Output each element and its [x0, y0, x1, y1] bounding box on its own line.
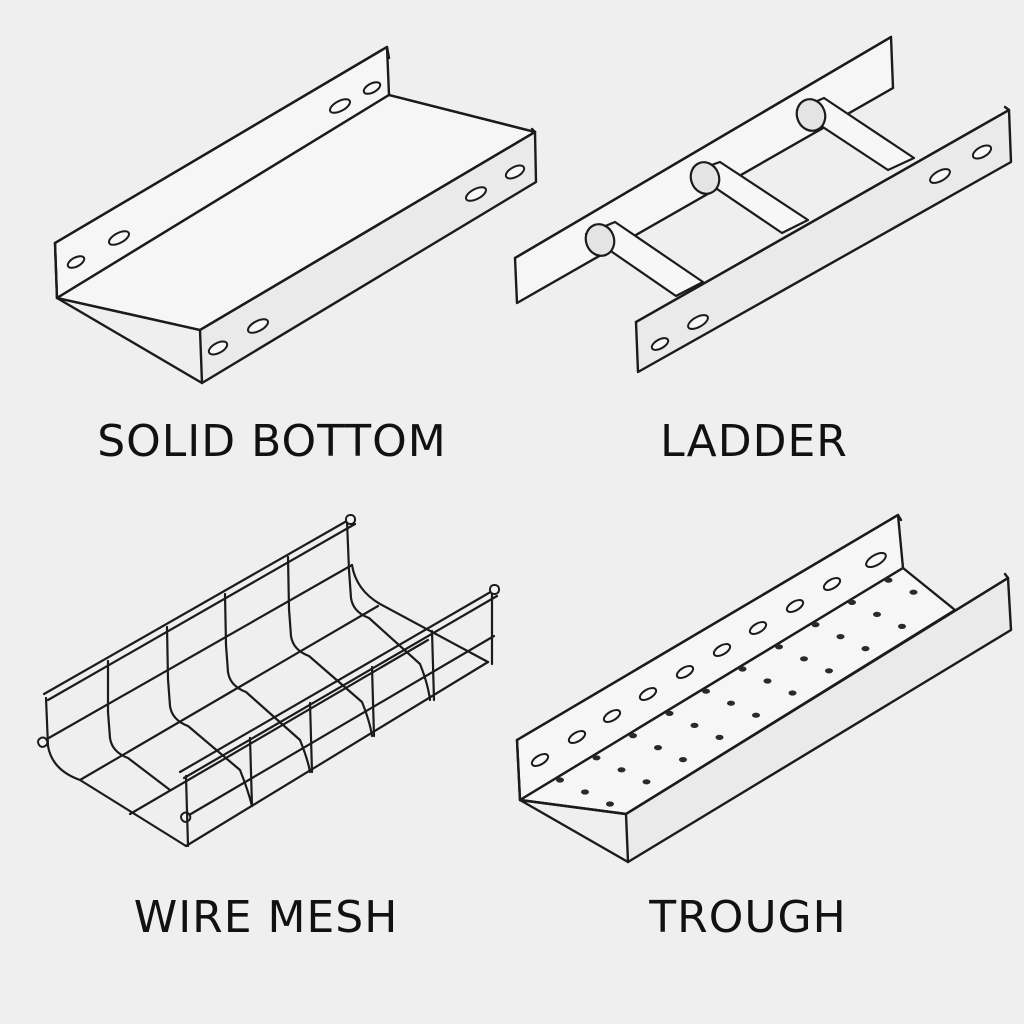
- perforation-hole: [848, 599, 856, 606]
- trough-tray-icon: [515, 513, 1013, 864]
- perforation-hole: [800, 656, 808, 662]
- perforation-hole: [825, 668, 833, 674]
- perforation-hole: [909, 589, 918, 595]
- perforation-hole: [679, 757, 687, 763]
- label-wire-mesh: WIRE MESH: [133, 892, 399, 943]
- perforation-hole: [690, 722, 699, 729]
- perforation-hole: [861, 646, 870, 652]
- perforation-hole: [702, 688, 710, 694]
- perforation-hole: [898, 623, 906, 630]
- solid-bottom-tray-icon: [53, 45, 538, 385]
- label-trough: TROUGH: [649, 892, 847, 943]
- perforation-hole: [763, 678, 772, 684]
- wire-mesh-tray-icon: [36, 514, 500, 848]
- perforation-hole: [873, 611, 881, 618]
- perforation-hole: [606, 801, 614, 807]
- perforation-hole: [654, 745, 662, 751]
- perforation-hole: [715, 734, 724, 741]
- label-ladder: LADDER: [660, 416, 848, 467]
- perforation-hole: [836, 634, 845, 640]
- perforation-hole: [592, 755, 601, 761]
- perforation-hole: [629, 733, 637, 739]
- perforation-hole: [556, 777, 564, 783]
- ladder-tray-icon: [513, 35, 1013, 374]
- perforation-hole: [811, 622, 820, 628]
- perforation-hole: [884, 577, 893, 583]
- perforation-hole: [727, 700, 735, 706]
- perforation-hole: [738, 666, 747, 672]
- perforation-hole: [752, 712, 760, 718]
- perforation-hole: [788, 690, 797, 696]
- label-solid-bottom: SOLID BOTTOM: [97, 416, 447, 467]
- perforation-hole: [775, 644, 783, 650]
- perforation-hole: [665, 710, 674, 717]
- perforation-hole: [642, 779, 651, 785]
- perforation-hole: [581, 789, 589, 795]
- perforation-hole: [617, 767, 626, 773]
